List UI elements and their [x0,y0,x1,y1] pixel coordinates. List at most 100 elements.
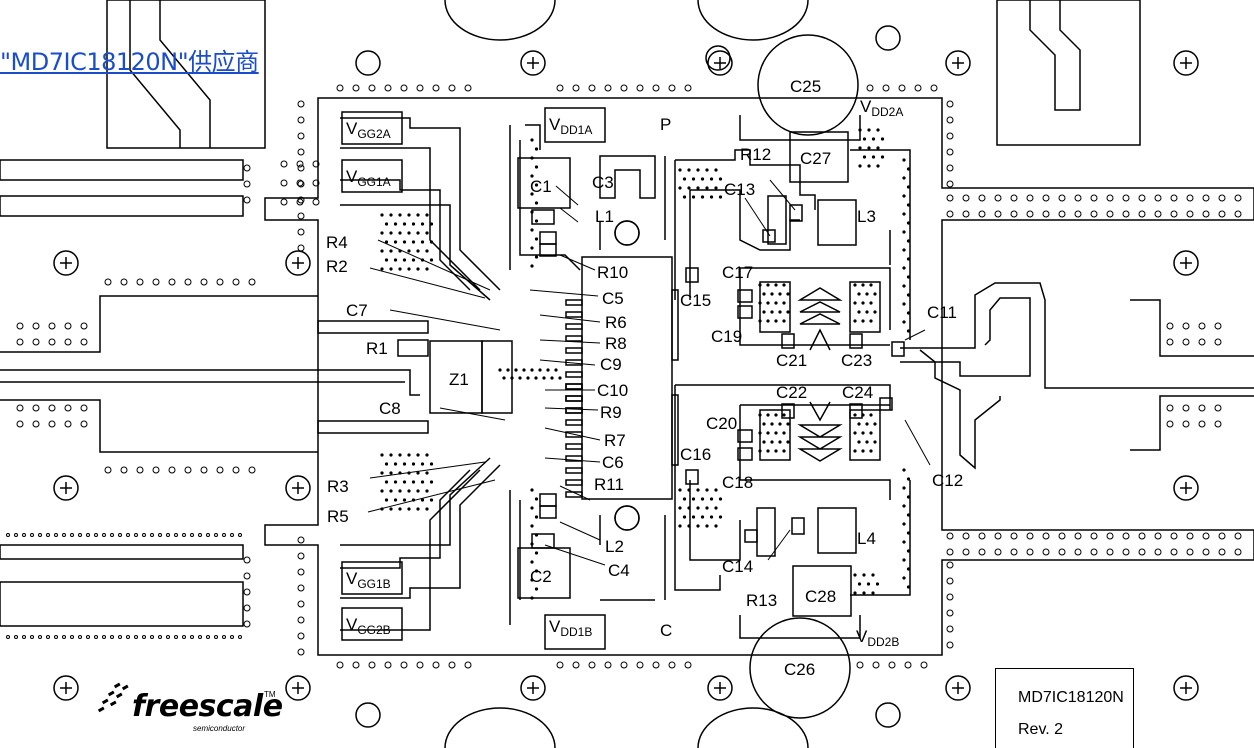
top-cutout-left [444,0,556,41]
label-c20: C20 [706,414,737,433]
mounting-hole-icon [520,675,546,701]
mounting-hole-icon [1173,250,1199,276]
bottom-cutout-left [444,707,556,748]
label-l4: L4 [857,529,876,548]
label-r7: R7 [604,431,626,450]
label-c16: C16 [680,445,711,464]
label-vgg1b: VGG1B [346,569,391,591]
top-cutout-right [697,0,809,41]
brand-name: freescale [132,689,283,724]
label-r12: R12 [740,145,771,164]
label-vgg2a: VGG2A [346,119,391,141]
via-hole-icon [875,25,901,51]
label-c7: C7 [346,301,368,320]
label-c18: C18 [722,473,753,492]
label-c8: C8 [379,399,401,418]
label-c: C [660,621,672,640]
label-c27: C27 [800,149,831,168]
label-c21: C21 [776,351,807,370]
mounting-hole-icon [945,50,971,76]
label-r6: R6 [605,313,627,332]
label-c2: C2 [530,567,552,586]
label-r1: R1 [366,339,388,358]
via-hole-icon [614,505,640,531]
label-r4: R4 [326,233,348,252]
label-c6: C6 [602,453,624,472]
label-c15: C15 [680,291,711,310]
connector-top-left [106,0,266,149]
mounting-hole-icon [53,675,79,701]
bottom-cutout-right [697,707,809,748]
supplier-link[interactable]: "MD7IC18120N"供应商 [0,48,259,76]
mounting-hole-icon [707,50,733,76]
mounting-hole-icon [707,675,733,701]
ic-package [581,256,673,500]
label-r5: R5 [327,507,349,526]
label-c4: C4 [608,561,630,580]
label-c26: C26 [784,660,815,679]
mounting-hole-icon [1173,50,1199,76]
revision: Rev. 2 [1018,721,1064,738]
connector-top-right [996,0,1141,146]
label-r2: R2 [326,257,348,276]
part-number: MD7IC18120N [1018,689,1124,706]
label-vdd1a: VDD1A [549,115,592,137]
label-c9: C9 [600,355,622,374]
label-c5: C5 [602,289,624,308]
via-hole-icon [614,220,640,246]
label-c13: C13 [724,180,755,199]
via-hole-icon [355,50,381,76]
label-vgg1a: VGG1A [346,167,391,189]
label-r3: R3 [327,477,349,496]
label-c19: C19 [711,327,742,346]
label-vdd2a: VDD2A [860,97,903,119]
label-r10: R10 [597,263,628,282]
label-vdd1b: VDD1B [549,617,592,639]
label-l1: L1 [595,207,614,226]
mounting-hole-icon [945,675,971,701]
board-outline [264,97,1254,656]
label-c22: C22 [776,383,807,402]
label-z1: Z1 [449,370,469,389]
mounting-hole-icon [1173,675,1199,701]
rf-input-line [0,369,420,396]
part-info-box: MD7IC18120N Rev. 2 [995,668,1134,748]
label-c23: C23 [841,351,872,370]
via-hole-icon [875,702,901,728]
mounting-hole-icon [520,50,546,76]
label-c25: C25 [790,77,821,96]
label-c14: C14 [722,557,753,576]
label-vdd2b: VDD2B [856,627,899,649]
rf-output-line [900,282,1254,389]
label-l3: L3 [857,207,876,226]
label-p: P [660,115,671,134]
label-c28: C28 [805,587,836,606]
label-c10: C10 [597,381,628,400]
label-c12: C12 [932,471,963,490]
brand-trademark: TM [264,690,276,699]
label-l2: L2 [605,537,624,556]
via-hole-icon [355,702,381,728]
label-c3: C3 [592,173,614,192]
via-hole-icon [705,45,731,71]
brand-subtitle: semiconductor [193,724,246,733]
freescale-logo-icon [97,682,129,713]
label-vgg2b: VGG2B [346,615,391,637]
mounting-hole-icon [285,250,311,276]
label-c1: C1 [530,177,552,196]
mounting-hole-icon [285,675,311,701]
label-c24: C24 [842,383,873,402]
c25-capacitor [757,34,859,136]
mounting-hole-icon [1173,475,1199,501]
label-r8: R8 [605,334,627,353]
label-r11: R11 [594,475,624,494]
label-c17: C17 [722,263,753,282]
mounting-hole-icon [53,250,79,276]
label-r9: R9 [600,403,622,422]
label-c11: C11 [927,303,957,322]
c26-capacitor [749,617,851,719]
label-r13: R13 [746,591,777,610]
mounting-hole-icon [285,475,311,501]
